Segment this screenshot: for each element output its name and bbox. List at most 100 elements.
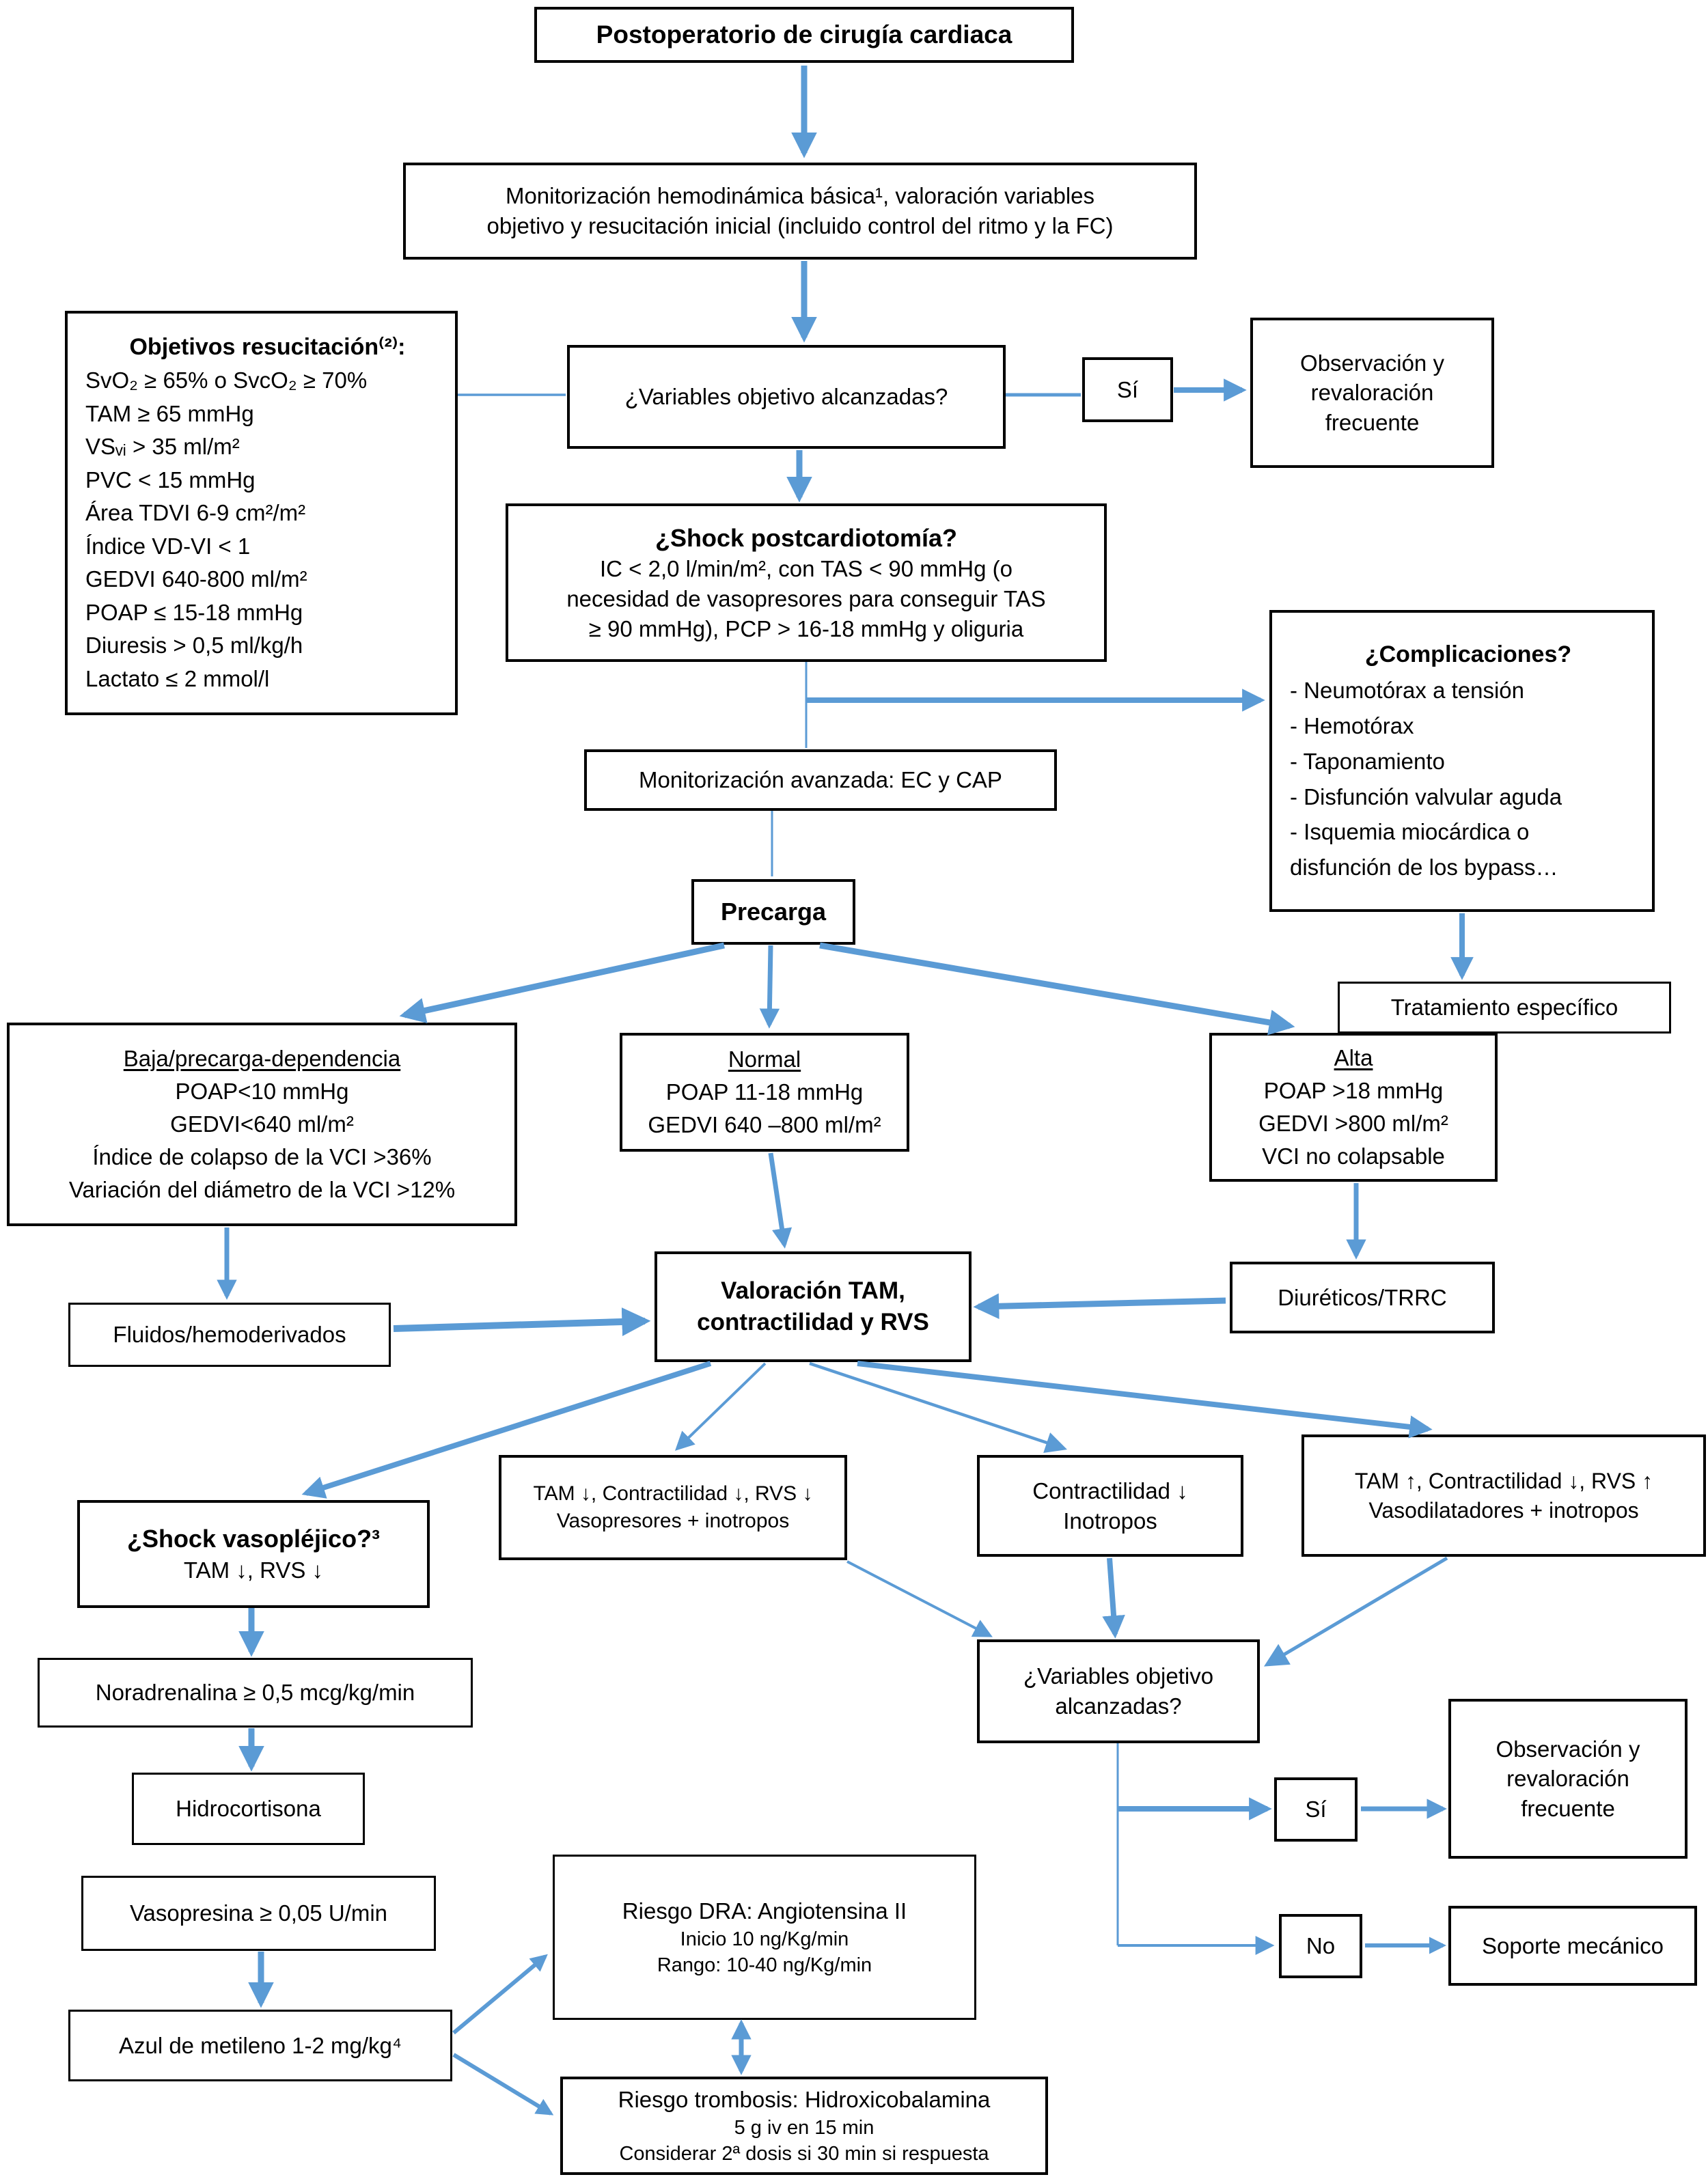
arrow-normal-to-valoracion — [768, 1152, 793, 1249]
tratamiento-text: Tratamiento específico — [1390, 995, 1619, 1021]
objetivos-item: Índice VD-VI < 1 — [85, 533, 251, 559]
obs2-line: Observación y — [1496, 1736, 1640, 1762]
complicaciones-item: - Taponamiento — [1290, 748, 1445, 774]
node-noradrenalina: Noradrenalina ≥ 0,5 mcg/kg/min — [38, 1658, 473, 1728]
node-postoperatorio-title: Postoperatorio de cirugía cardiaca — [534, 7, 1074, 63]
objetivos-item: Diuresis > 0,5 ml/kg/h — [85, 633, 303, 658]
complicaciones-item: - Disfunción valvular aguda — [1290, 784, 1562, 809]
riesgodra-line1: Riesgo DRA: Angiotensina II — [622, 1898, 907, 1924]
valoracion-line1: Valoración TAM, — [721, 1277, 905, 1304]
variables2-line1: ¿Variables objetivo — [1023, 1663, 1214, 1689]
node-tratamiento-especifico: Tratamiento específico — [1338, 982, 1671, 1034]
arrow-valoracion-to-tamdown — [674, 1362, 767, 1451]
baja-line: POAP<10 mmHg — [175, 1079, 349, 1105]
complicaciones-item: - Neumotórax a tensión — [1290, 678, 1525, 704]
arrow-azul-to-trombosis — [452, 2053, 554, 2116]
vasopresina-text: Vasopresina ≥ 0,05 U/min — [129, 1900, 388, 1926]
arrow-azul-to-riesgodra — [452, 1954, 548, 2035]
diureticos-text: Diuréticos/TRRC — [1278, 1284, 1447, 1310]
shockpost-line: ≥ 90 mmHg), PCP > 16-18 mmHg y oliguria — [588, 615, 1024, 641]
azul-text: Azul de metileno 1-2 mg/kg⁴ — [118, 2032, 402, 2058]
tamdown-line1: TAM ↓, Contractilidad ↓, RVS ↓ — [533, 1482, 813, 1506]
noradrenalina-text: Noradrenalina ≥ 0,5 mcg/kg/min — [95, 1680, 415, 1706]
variables1-text: ¿Variables objetivo alcanzadas? — [624, 384, 948, 410]
node-hidrocortisona: Hidrocortisona — [132, 1773, 365, 1845]
tamdown-line2: Vasopresores + inotropos — [556, 1510, 790, 1532]
node-riesgo-dra: Riesgo DRA: Angiotensina II Inicio 10 ng… — [553, 1855, 976, 2020]
node-soporte-mecanico: Soporte mecánico — [1448, 1906, 1697, 1986]
riesgodra-line2: Inicio 10 ng/Kg/min — [680, 1928, 849, 1950]
objetivos-item: PVC < 15 mmHg — [85, 467, 256, 493]
shockpost-title: ¿Shock postcardiotomía? — [655, 523, 958, 552]
node-fluidos-hemoderivados: Fluidos/hemoderivados — [68, 1303, 391, 1367]
obs1-line: frecuente — [1325, 409, 1420, 435]
alta-line: VCI no colapsable — [1262, 1143, 1445, 1169]
basic-line2: objetivo y resucitación inicial (incluid… — [486, 213, 1114, 238]
vasoplejico-line: TAM ↓, RVS ↓ — [183, 1557, 324, 1583]
fluidos-text: Fluidos/hemoderivados — [113, 1322, 346, 1348]
obs1-line: revaloración — [1310, 380, 1434, 406]
node-tam-down: TAM ↓, Contractilidad ↓, RVS ↓ Vasopreso… — [499, 1455, 847, 1560]
node-monitorizacion-avanzada: Monitorización avanzada: EC y CAP — [584, 749, 1057, 811]
arrow-precarga-to-alta — [819, 942, 1295, 1036]
node-valoracion-tam: Valoración TAM, contractilidad y RVS — [655, 1251, 972, 1362]
tamup-line2: Vasodilatadores + inotropos — [1368, 1497, 1639, 1523]
arrow-precarga-to-normal — [759, 945, 780, 1029]
node-vasopresina: Vasopresina ≥ 0,05 U/min — [81, 1876, 436, 1951]
node-precarga: Precarga — [691, 879, 855, 945]
objetivos-item: TAM ≥ 65 mmHg — [85, 400, 254, 426]
arrow-contractilidad-to-variables2 — [1102, 1557, 1125, 1639]
node-si-2: Sí — [1274, 1777, 1358, 1842]
node-shock-vasoplejico: ¿Shock vasopléjico?³ TAM ↓, RVS ↓ — [77, 1500, 430, 1608]
node-azul-metileno: Azul de metileno 1-2 mg/kg⁴ — [68, 2010, 452, 2081]
baja-line: Índice de colapso de la VCI >36% — [92, 1143, 432, 1169]
trombosis-line1: Riesgo trombosis: Hidroxicobalamina — [618, 2086, 991, 2112]
baja-line: GEDVI<640 ml/m² — [170, 1111, 354, 1137]
complicaciones-title: ¿Complicaciones? — [1364, 641, 1572, 667]
vasoplejico-title: ¿Shock vasopléjico?³ — [126, 1525, 381, 1553]
tamup-line1: TAM ↑, Contractilidad ↓, RVS ↑ — [1354, 1469, 1653, 1494]
obs2-line: frecuente — [1521, 1795, 1615, 1821]
node-observacion-2: Observación y revaloración frecuente — [1448, 1699, 1688, 1859]
no2-label: No — [1306, 1933, 1336, 1959]
arrow-valoracion-to-tamup — [857, 1361, 1433, 1439]
objetivos-item: Lactato ≤ 2 mmol/l — [85, 665, 270, 691]
hidrocortisona-text: Hidrocortisona — [176, 1796, 321, 1822]
complicaciones-item: disfunción de los bypass… — [1290, 855, 1558, 880]
node-si-1: Sí — [1082, 357, 1173, 422]
node-monitorizacion-basica: Monitorización hemodinámica básica¹, val… — [403, 163, 1197, 260]
title-text: Postoperatorio de cirugía cardiaca — [596, 20, 1013, 48]
objetivos-title: Objetivos resucitación⁽²⁾: — [129, 333, 406, 360]
soporte-text: Soporte mecánico — [1482, 1932, 1664, 1958]
objetivos-item: VSᵥᵢ > 35 ml/m² — [85, 434, 240, 460]
arrow-diureticos-to-valoracion — [973, 1293, 1226, 1320]
node-complicaciones: ¿Complicaciones? - Neumotórax a tensión … — [1269, 610, 1655, 912]
si1-label: Sí — [1116, 376, 1139, 402]
obs1-line: Observación y — [1300, 350, 1444, 376]
alta-line: POAP >18 mmHg — [1263, 1078, 1444, 1104]
valoracion-line2: contractilidad y RVS — [697, 1309, 929, 1335]
node-variables-objetivo-1: ¿Variables objetivo alcanzadas? — [567, 345, 1006, 449]
node-tam-up: TAM ↑, Contractilidad ↓, RVS ↑ Vasodilat… — [1301, 1434, 1706, 1557]
arrow-precarga-to-baja — [399, 942, 725, 1024]
node-diureticos-trrc: Diuréticos/TRRC — [1230, 1262, 1495, 1333]
node-objetivos-resucitacion: Objetivos resucitación⁽²⁾: SvO₂ ≥ 65% o … — [65, 311, 458, 715]
node-no-2: No — [1279, 1914, 1362, 1978]
si2-label: Sí — [1305, 1797, 1327, 1822]
arrow-fluidos-to-valoracion — [393, 1307, 651, 1336]
normal-title: Normal — [728, 1046, 801, 1072]
node-contractilidad: Contractilidad ↓ Inotropos — [977, 1455, 1243, 1557]
alta-title: Alta — [1334, 1045, 1373, 1071]
arrow-tamdown-to-variables2 — [846, 1560, 993, 1637]
node-precarga-normal: Normal POAP 11-18 mmHg GEDVI 640 –800 ml… — [620, 1033, 909, 1152]
arrow-valoracion-to-contractilidad — [809, 1361, 1067, 1453]
arrow-tamup-to-variables2 — [1263, 1556, 1448, 1667]
contractilidad-line1: Contractilidad ↓ — [1032, 1478, 1188, 1503]
trombosis-line2: 5 g iv en 15 min — [734, 2116, 874, 2139]
alta-line: GEDVI >800 ml/m² — [1258, 1111, 1448, 1136]
node-precarga-baja: Baja/precarga-dependencia POAP<10 mmHg G… — [7, 1023, 517, 1226]
objetivos-item: POAP ≤ 15-18 mmHg — [85, 599, 303, 625]
complicaciones-item: - Isquemia miocárdica o — [1290, 819, 1530, 845]
objetivos-item: SvO₂ ≥ 65% o SvcO₂ ≥ 70% — [85, 368, 368, 393]
